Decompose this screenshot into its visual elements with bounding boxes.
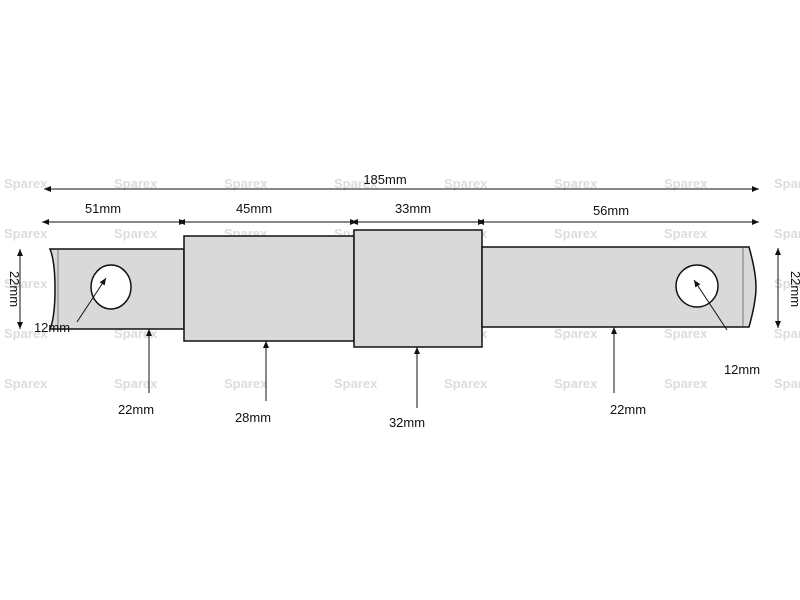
vertical-dimensions: 22mm 22mm (7, 248, 800, 329)
overall-length-label: 185mm (363, 172, 406, 187)
sparex-watermark: Sparex (774, 176, 800, 191)
section-4-length-label: 56mm (593, 203, 629, 218)
sparex-watermark: Sparex (4, 176, 48, 191)
left-hole (90, 264, 132, 310)
left-height-label: 22mm (7, 271, 22, 307)
section-3-length-label: 33mm (395, 201, 431, 216)
sparex-watermark: Sparex (554, 376, 598, 391)
sparex-watermark: Sparex (114, 226, 158, 241)
sparex-watermark: Sparex (114, 376, 158, 391)
right-pin-label: 22mm (610, 402, 646, 417)
right-hole-label: 12mm (724, 362, 760, 377)
left-hole-label: 12mm (34, 320, 70, 335)
sparex-watermark: Sparex (554, 326, 598, 341)
sparex-watermark: Sparex (444, 376, 488, 391)
left-pin-label: 22mm (118, 402, 154, 417)
right-height-label: 22mm (788, 271, 800, 307)
right-hole (675, 264, 719, 308)
sparex-watermark: Sparex (4, 376, 48, 391)
collar-2-label: 32mm (389, 415, 425, 430)
right-hole-leader (693, 279, 728, 331)
diameter-leaders: 12mm 12mm 22mm 28mm 32mm 22mm (34, 277, 760, 430)
sparex-watermark: Sparex (774, 326, 800, 341)
collar-2 (353, 229, 483, 348)
sparex-watermark: Sparex (334, 376, 378, 391)
horizontal-dimensions: 185mm 51mm 45mm 33mm 56mm (42, 172, 759, 225)
collar-1-label: 28mm (235, 410, 271, 425)
section-2-length-label: 45mm (236, 201, 272, 216)
sparex-watermark: Sparex (4, 226, 48, 241)
sparex-watermark: Sparex (774, 226, 800, 241)
sparex-watermark: Sparex (664, 226, 708, 241)
sparex-watermark: Sparex (664, 376, 708, 391)
sparex-watermark: Sparex (4, 276, 48, 291)
collar-1 (183, 235, 355, 342)
sparex-watermark: Sparex (664, 326, 708, 341)
section-1-length-label: 51mm (85, 201, 121, 216)
sparex-watermark: Sparex (774, 376, 800, 391)
left-hole-leader (76, 277, 107, 323)
sparex-watermark: Sparex (4, 326, 48, 341)
sparex-watermark: Sparex (224, 376, 268, 391)
sparex-watermark: Sparex (554, 226, 598, 241)
pin-body (48, 229, 757, 348)
